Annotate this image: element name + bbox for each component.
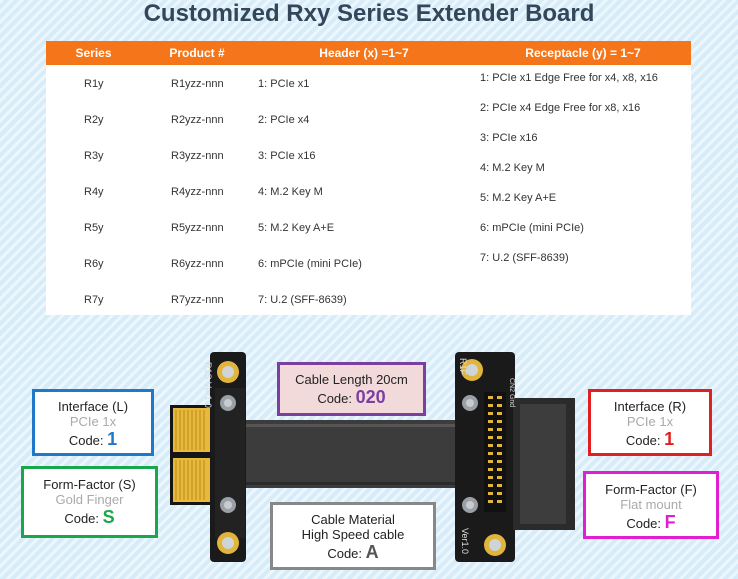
callout-code-line: Code: S [24,507,155,528]
series-cell: R6y [84,258,104,270]
series-cell: R3y [84,150,104,162]
callout-subtitle: Gold Finger [55,492,124,507]
callout-title: Cable Material [311,512,395,527]
screw-icon [462,395,478,411]
code-label: Code: [68,433,104,448]
header-cell: 7: U.2 (SFF-8639) [258,294,347,306]
screw-icon [220,497,236,513]
product-cell: R5yzz-nnn [171,222,224,234]
receptacle-item: 7: U.2 (SFF-8639) [480,252,569,264]
receptacle-item: 1: PCIe x1 Edge Free for x4, x8, x16 [480,72,658,84]
right-side-label: CN2 Gnd [508,378,515,407]
code-value: F [664,512,676,532]
code-label: Code: [327,546,363,561]
code-label: Code: [625,433,661,448]
page-title: Customized Rxy Series Extender Board [143,0,595,27]
callout-subtitle: Flat mount [620,497,682,512]
code-value: S [102,507,115,527]
code-label: Code: [64,511,100,526]
col-product: Product # [169,46,225,60]
right-connector [484,392,506,512]
code-value: 020 [355,387,386,407]
screw-icon [462,497,478,513]
code-value: 1 [107,429,118,449]
right-board-label: R1F [458,358,468,376]
series-cell: R5y [84,222,104,234]
code-value: A [365,542,379,562]
table-header: Series Product # Header (x) =1~7 Recepta… [46,41,691,65]
col-receptacle: Receptacle (y) = 1~7 [525,46,641,60]
header-cell: 3: PCIe x16 [258,150,316,162]
callout-subtitle: PCIe 1x [626,414,674,429]
product-table: Series Product # Header (x) =1~7 Recepta… [46,41,691,315]
product-cell: R1yzz-nnn [171,78,224,90]
callout-code-line: Code: F [586,512,716,533]
form-factor-s-callout: Form-Factor (S) Gold Finger Code: S [21,466,158,538]
callout-code-line: Code: 020 [280,387,423,408]
form-factor-f-callout: Form-Factor (F) Flat mount Code: F [583,471,719,539]
screw-icon [220,395,236,411]
header-cell: 1: PCIe x1 [258,78,310,90]
cable-material-callout: Cable Material High Speed cable Code: A [270,502,436,570]
mount-hole-icon [217,532,239,554]
header-cell: 4: M.2 Key M [258,186,323,198]
receptacle-item: 3: PCIe x16 [480,132,538,144]
receptacle-item: 6: mPCIe (mini PCIe) [480,222,584,234]
code-label: Code: [317,391,353,406]
receptacle-item: 5: M.2 Key A+E [480,192,557,204]
callout-title: Cable Length 20cm [295,372,408,387]
interface-l-callout: Interface (L) PCIe 1x Code: 1 [32,389,154,456]
mount-hole-icon [461,359,483,381]
interface-r-callout: Interface (R) PCIe 1x Code: 1 [588,389,712,456]
callout-subtitle: PCIe 1x [69,414,117,429]
callout-code-line: Code: A [273,542,433,563]
callout-title: Form-Factor (S) [43,477,136,492]
header-cell: 5: M.2 Key A+E [258,222,335,234]
series-cell: R2y [84,114,104,126]
code-value: 1 [664,429,675,449]
col-series: Series [75,46,112,60]
col-header: Header (x) =1~7 [319,46,409,60]
receptacle-item: 2: PCIe x4 Edge Free for x8, x16 [480,102,641,114]
product-cell: R2yzz-nnn [171,114,224,126]
product-cell: R4yzz-nnn [171,186,224,198]
callout-title: Interface (L) [57,399,129,414]
receptacle-item: 4: M.2 Key M [480,162,545,174]
series-cell: R1y [84,78,104,90]
callout-title: Form-Factor (F) [605,482,697,497]
series-cell: R4y [84,186,104,198]
product-cell: R6yzz-nnn [171,258,224,270]
mount-hole-icon [217,361,239,383]
series-cell: R7y [84,294,104,306]
ribbon-cable [242,420,458,488]
code-label: Code: [626,516,662,531]
callout-title: Interface (R) [613,399,687,414]
left-board-label: R1S Ver1.0 [203,362,213,408]
callout-code-line: Code: 1 [35,429,151,450]
mount-hole-icon [484,534,506,556]
callout-subtitle: High Speed cable [301,527,405,542]
product-cell: R3yzz-nnn [171,150,224,162]
product-cell: R7yzz-nnn [171,294,224,306]
header-cell: 2: PCIe x4 [258,114,310,126]
right-board-version: Ver1.0 [460,528,470,554]
header-cell: 6: mPCIe (mini PCIe) [258,258,362,270]
cable-length-callout: Cable Length 20cm Code: 020 [277,362,426,416]
callout-code-line: Code: 1 [591,429,709,450]
